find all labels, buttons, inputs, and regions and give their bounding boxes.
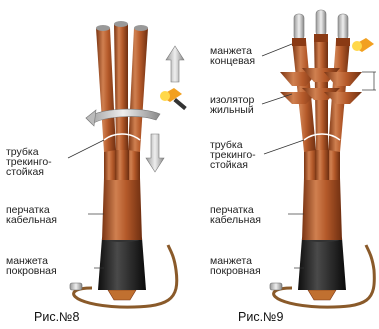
fig9-glove-line2: кабельная [210,215,261,225]
cuff-cover [98,238,146,290]
fig8-cuff-line2: покровная [6,266,57,276]
cuff-cover [298,238,346,290]
fig9-insulator-label: изолятор жильный [210,95,254,115]
fig9-insulator-line2: жильный [210,105,254,115]
fig8-tube-label: трубка трекинго- стойкая [6,147,52,177]
phase-tube-middle [114,24,128,150]
phase-tube-left [96,28,116,152]
fig8-glove-line2: кабельная [6,215,57,225]
earth-lug [70,283,82,290]
fig8-glove-label: перчатка кабельная [6,205,57,225]
fig9-tube-label: трубка трекинго- стойкая [210,140,256,170]
shrink-direction-arrow-icon-down [146,134,164,172]
figure-9 [262,10,376,307]
earth-lug [270,283,282,290]
fig9-cuff-label: манжета покровная [210,256,261,276]
fig9-end-cuff-label: манжета концевая [210,46,255,66]
fig8-cuff-label: манжета покровная [6,256,57,276]
phase-tube-right [128,28,148,152]
heat-gun-flame-icon [160,88,187,110]
shrink-direction-arrow-icon-up [166,46,184,82]
cable-glove [302,178,342,240]
fig9-end-cuff-line2: концевая [210,56,255,66]
fig9-glove-label: перчатка кабельная [210,205,261,225]
fig9-caption: Рис.№9 [238,310,283,324]
cable-braid [108,290,136,300]
cable-braid [308,290,336,300]
figure-8 [68,21,187,307]
cable-glove [102,178,142,240]
fig8-tube-line3: стойкая [6,167,52,177]
fig9-cuff-line2: покровная [210,266,261,276]
fig9-tube-line3: стойкая [210,160,256,170]
fig8-caption: Рис.№8 [34,310,79,324]
heat-gun-flame-icon [352,38,374,52]
